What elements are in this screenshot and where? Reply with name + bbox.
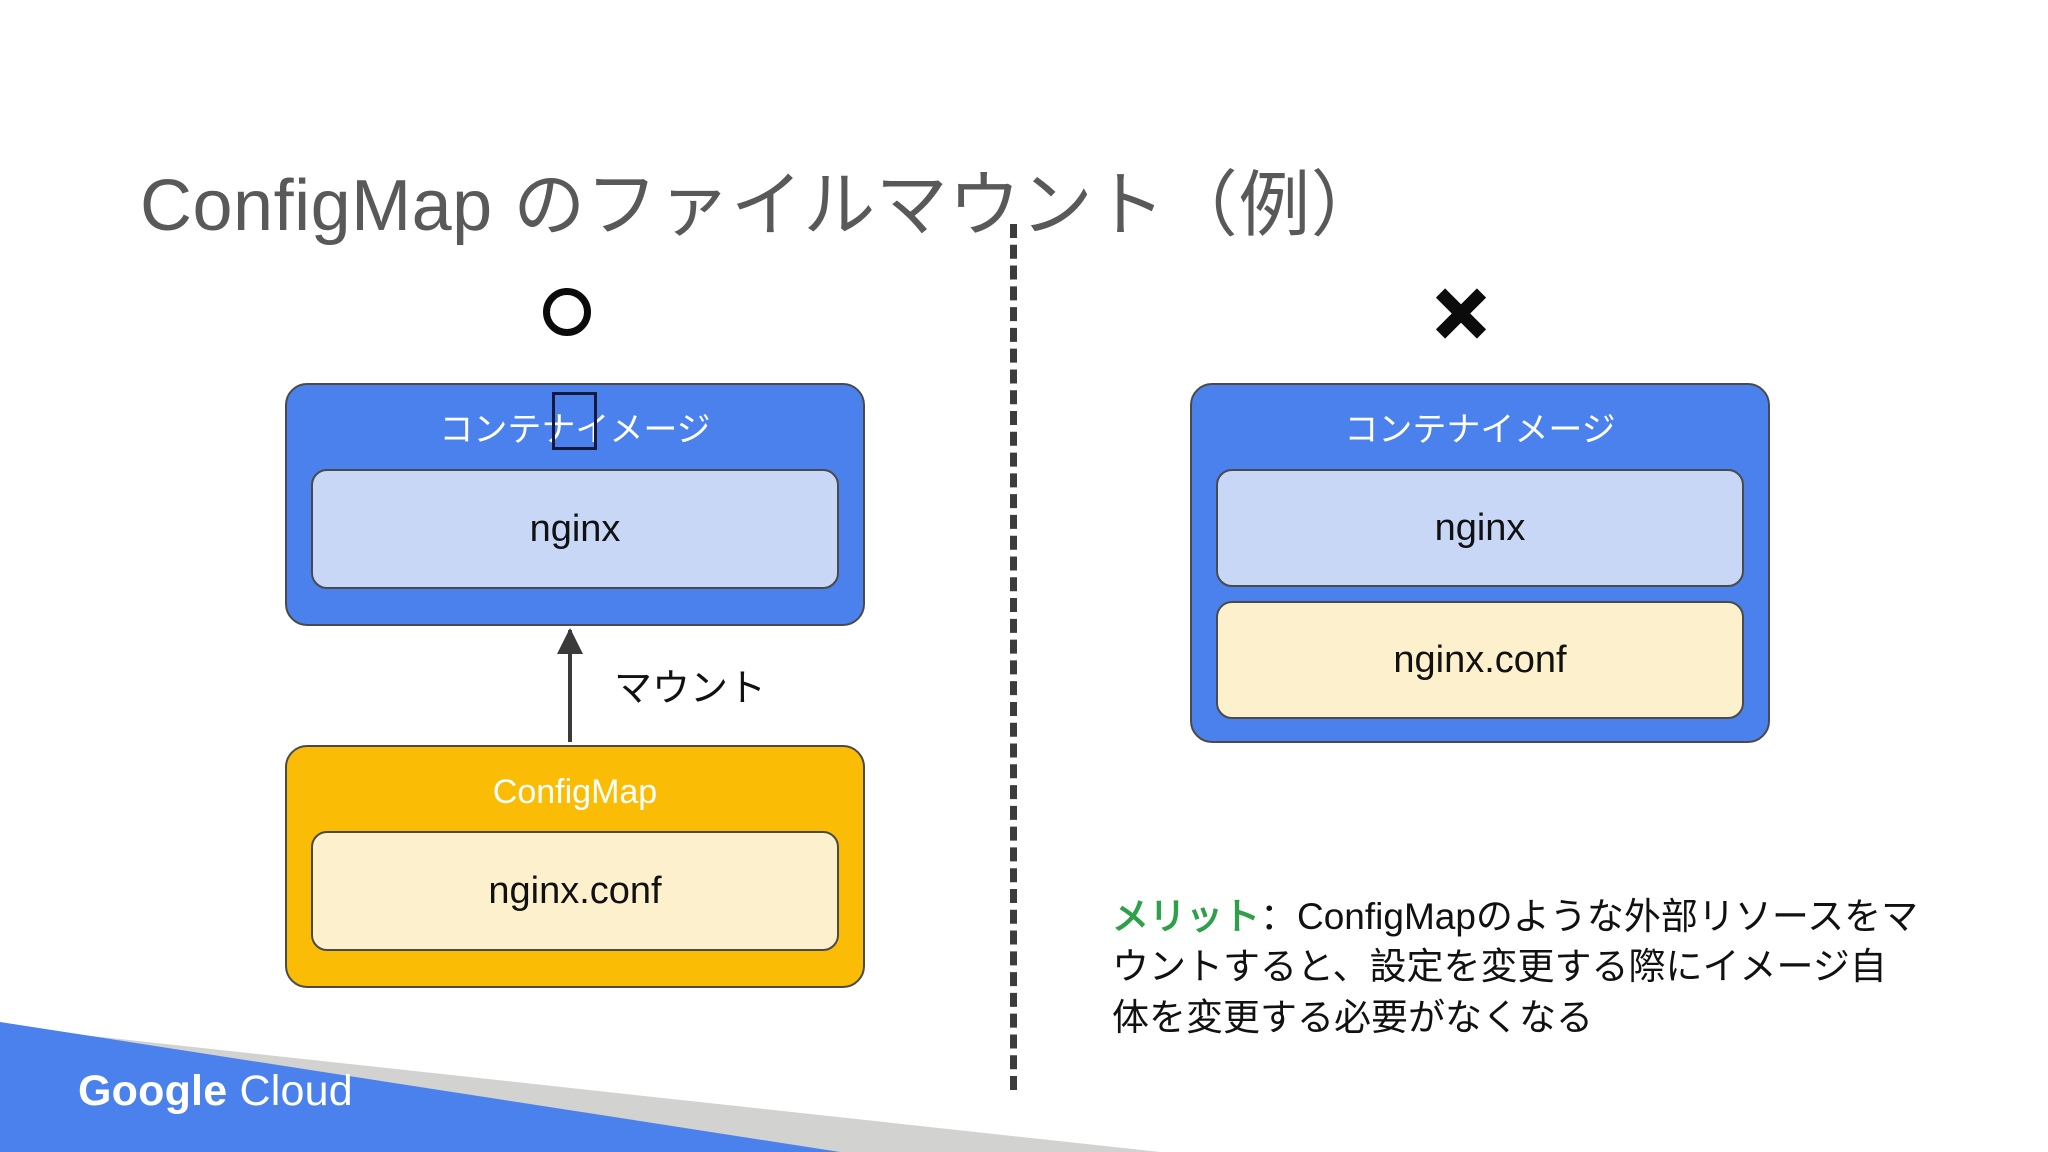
right-nginx-box: nginx bbox=[1216, 469, 1744, 587]
right-container-image-label: コンテナイメージ bbox=[1344, 411, 1616, 449]
verdict-cross-icon bbox=[1430, 282, 1492, 344]
google-cloud-logo: Google Cloud bbox=[78, 1067, 353, 1116]
logo-google-text: Google bbox=[78, 1067, 228, 1115]
left-container-image-box: コンテナイメージ nginx bbox=[285, 383, 865, 626]
mount-arrow-label: マウント bbox=[614, 668, 767, 710]
right-container-image-box: コンテナイメージ nginx nginx.conf bbox=[1190, 383, 1770, 743]
merit-body: ：ConfigMapのような外部リソースをマウントすると、設定を変更する際にイメ… bbox=[1112, 896, 1919, 1038]
right-nginx-conf-box: nginx.conf bbox=[1216, 601, 1744, 719]
merit-note: メリット：ConfigMapのような外部リソースをマウントすると、設定を変更する… bbox=[1112, 892, 1922, 1043]
page-title: ConfigMap のファイルマウント（例） bbox=[140, 166, 1384, 247]
left-nginx-box: nginx bbox=[311, 469, 839, 589]
verdict-circle-icon bbox=[543, 288, 591, 336]
logo-cloud-text: Cloud bbox=[239, 1067, 353, 1115]
left-container-image-label: コンテナイメージ bbox=[439, 411, 711, 449]
configmap-nginx-conf-box: nginx.conf bbox=[311, 831, 839, 951]
vertical-dashed-divider bbox=[1010, 224, 1017, 1090]
configmap-label: ConfigMap bbox=[492, 773, 658, 811]
merit-keyword: メリット bbox=[1112, 896, 1260, 937]
configmap-box: ConfigMap nginx.conf bbox=[285, 745, 865, 988]
mount-arrow-icon bbox=[557, 628, 583, 742]
missing-glyph-box-artifact bbox=[552, 392, 597, 450]
